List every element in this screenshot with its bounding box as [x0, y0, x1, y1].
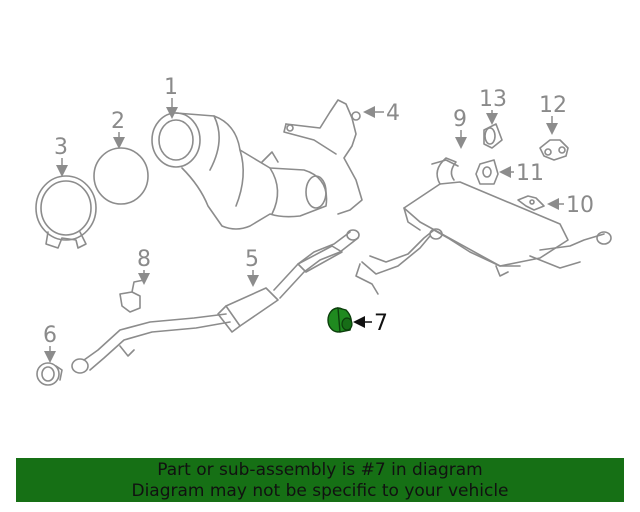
callout-4: 4 — [386, 101, 400, 126]
part-12-mount-bracket[interactable] — [539, 139, 569, 161]
callout-7: 7 — [374, 311, 388, 336]
callout-2: 2 — [111, 109, 125, 134]
callout-13: 13 — [479, 87, 507, 112]
part-6-pipe-clamp[interactable] — [36, 362, 63, 386]
part-9-rear-muffler[interactable] — [355, 157, 612, 295]
part-2-gasket[interactable] — [93, 147, 149, 205]
part-4-bracket[interactable] — [283, 99, 363, 215]
banner-line-part: Part or sub-assembly is #7 in diagram — [157, 460, 483, 480]
callout-12: 12 — [539, 93, 567, 118]
part-7-clamp-highlighted[interactable] — [327, 307, 353, 333]
part-info-banner: Part or sub-assembly is #7 in diagram Di… — [16, 458, 624, 502]
callout-3: 3 — [54, 135, 68, 160]
callout-11: 11 — [516, 161, 544, 186]
part-3-clamp[interactable] — [35, 175, 97, 249]
banner-line-disclaimer: Diagram may not be specific to your vehi… — [131, 481, 509, 501]
callout-8: 8 — [137, 247, 151, 272]
exhaust-parts-diagram: 1 2 3 4 5 6 — [35, 75, 612, 386]
callout-5: 5 — [245, 247, 259, 272]
callout-10: 10 — [566, 193, 594, 218]
part-8-hanger[interactable] — [119, 279, 145, 313]
part-5-front-pipe[interactable] — [71, 229, 360, 374]
part-11-rubber-mount[interactable] — [475, 159, 499, 185]
part-1-catalytic-converter[interactable] — [151, 112, 328, 230]
callout-6: 6 — [43, 323, 57, 348]
callout-1: 1 — [164, 75, 178, 100]
part-10-bracket[interactable] — [517, 195, 545, 211]
callout-9: 9 — [453, 107, 467, 132]
part-13-sleeve[interactable] — [483, 123, 503, 149]
